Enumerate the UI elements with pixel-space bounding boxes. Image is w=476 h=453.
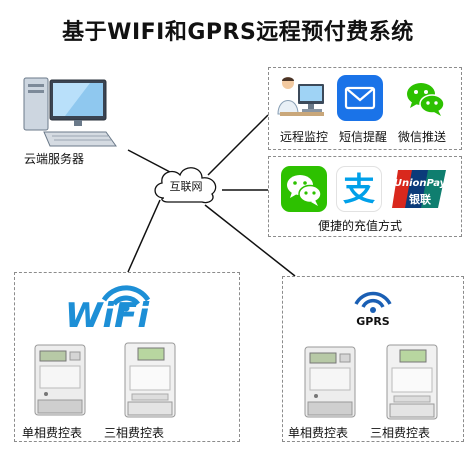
wechat-pay-icon [287, 175, 322, 206]
wifi-panel [14, 272, 240, 442]
alipay: 支 [336, 166, 382, 212]
wifi-single-phase-meter [34, 344, 86, 416]
payment-panel [268, 156, 462, 237]
internet-cloud: 互联网 [150, 158, 222, 208]
cloud-label: 互联网 [169, 180, 203, 193]
gprs-meter1-label: 单相费控表 [288, 426, 349, 440]
gprs-signal-icon [354, 291, 392, 313]
gprs-panel [282, 276, 464, 442]
unionpay-text-en: UnionPay [393, 178, 447, 189]
wifi-meter1-label: 单相费控表 [22, 426, 83, 440]
wifi-signal [96, 280, 156, 312]
remote-monitor [276, 74, 328, 122]
mail-icon [344, 86, 376, 110]
server-computer [20, 72, 120, 152]
service-label-sms: 短信提醒 [339, 130, 388, 144]
server-label: 云端服务器 [24, 152, 85, 166]
services-panel [268, 67, 462, 150]
wechat-push [402, 75, 448, 121]
single-phase-meter-icon [304, 346, 356, 418]
gprs-signal [352, 286, 394, 314]
service-label-wechat: 微信推送 [398, 130, 447, 144]
unionpay-icon [392, 170, 446, 208]
service-label-monitor: 远程监控 [280, 130, 329, 144]
wifi-logo-text: WiFi [64, 296, 150, 336]
three-phase-meter-icon [124, 342, 176, 418]
wechat-icon [407, 83, 445, 116]
gprs-single-phase-meter [304, 346, 356, 418]
wechat-pay [281, 166, 327, 212]
gprs-three-phase-meter [386, 344, 438, 420]
three-phase-meter-icon [386, 344, 438, 420]
unionpay-text-cn: 银联 [409, 193, 431, 206]
line-cloud-wifi [127, 199, 161, 273]
doctor-monitor-icon [277, 77, 324, 116]
line-cloud-services [207, 114, 269, 176]
unionpay: UnionPay 银联 [392, 166, 448, 212]
gprs-logo-text: GPRS [356, 315, 390, 328]
single-phase-meter-icon [34, 344, 86, 416]
payment-label: 便捷的充值方式 [318, 219, 403, 233]
wifi-meter2-label: 三相费控表 [104, 426, 165, 440]
page-title: 基于WIFI和GPRS远程预付费系统 [62, 20, 414, 45]
wifi-three-phase-meter [124, 342, 176, 418]
cloud-icon [154, 167, 217, 204]
alipay-icon: 支 [342, 170, 375, 208]
sms-alert [337, 75, 383, 121]
gprs-meter2-label: 三相费控表 [370, 426, 431, 440]
wifi-signal-icon [101, 285, 151, 312]
server-computer-icon [23, 77, 117, 147]
line-cloud-gprs [204, 204, 296, 277]
line-server-cloud [127, 149, 171, 173]
